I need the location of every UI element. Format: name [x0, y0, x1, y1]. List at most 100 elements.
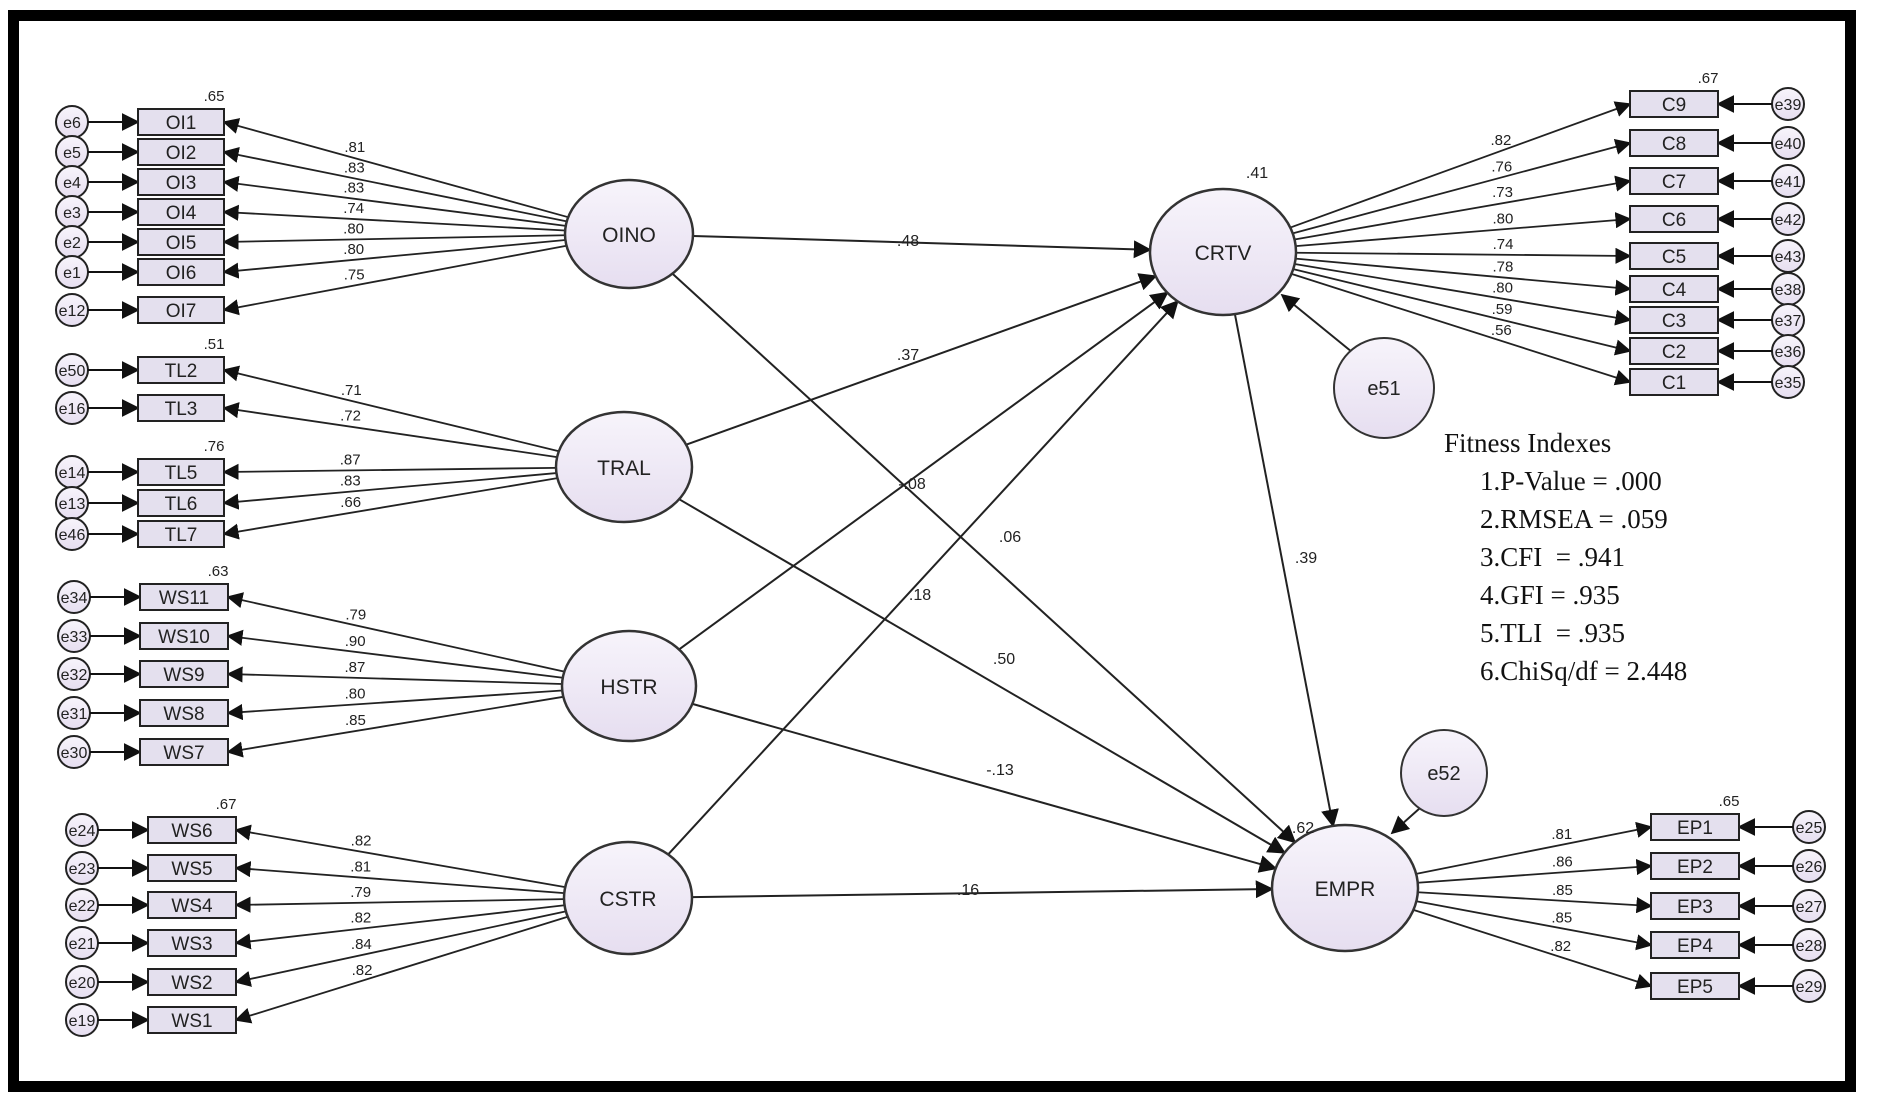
- loading-value: .87: [345, 659, 366, 676]
- indicator-box: [1650, 813, 1740, 841]
- indicator-box: [147, 854, 237, 882]
- error-term-label: e42: [1775, 212, 1802, 229]
- indicator-label: OI7: [166, 301, 197, 322]
- indicator-label: EP5: [1677, 977, 1713, 998]
- indicator-box: [1629, 368, 1719, 396]
- loading-arrow: [234, 861, 565, 895]
- loading-value: .82: [1490, 132, 1511, 149]
- error-term-label: e4: [63, 175, 81, 192]
- indicator-label: TL2: [165, 361, 198, 382]
- error-term-label: e30: [61, 745, 88, 762]
- error-term-label: e2: [63, 235, 81, 252]
- indicator-box: [1650, 931, 1740, 959]
- path-arrow-oino-crtv: [692, 234, 1152, 259]
- latent-label: TRAL: [597, 457, 651, 480]
- indicator-box: [1650, 972, 1740, 1000]
- indicator-box: [137, 520, 225, 548]
- error-term-label: e50: [59, 363, 86, 380]
- indicator-box: [137, 228, 225, 256]
- indicator-box: [147, 929, 237, 957]
- loading-arrow: [1295, 257, 1632, 296]
- error-term-label: e19: [69, 1013, 96, 1030]
- indicator-label: EP2: [1677, 857, 1713, 878]
- indicator-label: OI3: [166, 173, 197, 194]
- indicator-box: [147, 1006, 237, 1034]
- error-term-label: e6: [63, 115, 81, 132]
- loading-value: .74: [1493, 236, 1514, 253]
- error-term-label: e38: [1775, 282, 1802, 299]
- loading-value: .81: [344, 139, 365, 156]
- loading-arrow: [1295, 212, 1632, 248]
- disturbance-label: e51: [1367, 378, 1400, 400]
- indicator-label: WS6: [171, 821, 212, 842]
- loading-value: .85: [345, 712, 366, 729]
- error-term-label: e29: [1796, 979, 1823, 996]
- loading-arrow: [1294, 175, 1632, 241]
- indicator-box: [137, 168, 225, 196]
- fitness-item: 2.RMSEA = .059: [1480, 504, 1668, 534]
- latent-node-tral: [554, 410, 694, 524]
- indicator-label: WS1: [171, 1011, 212, 1032]
- loading-value: .83: [344, 159, 365, 176]
- diagram-frame: [8, 10, 1856, 1092]
- loading-value: .83: [340, 473, 361, 490]
- path-coefficient: .39: [1295, 550, 1317, 567]
- indicator-label: C4: [1662, 280, 1687, 301]
- indicator-box: [137, 138, 225, 166]
- indicator-box: [1629, 167, 1719, 195]
- indicator-label: WS11: [159, 588, 209, 609]
- latent-label: CSTR: [599, 888, 656, 911]
- loading-arrow: [222, 463, 557, 480]
- fitness-item: 4.GFI = .935: [1480, 580, 1620, 610]
- indicator-label: C5: [1662, 247, 1686, 268]
- error-term-label: e32: [61, 667, 88, 684]
- loading-value: .82: [1550, 938, 1571, 955]
- indicator-r-squared: .63: [208, 563, 229, 580]
- error-term-label: e40: [1775, 136, 1802, 153]
- loading-value: .90: [345, 633, 366, 650]
- loading-value: .74: [343, 200, 364, 217]
- error-term-label: e34: [61, 590, 88, 607]
- disturbance-arrow: [1280, 293, 1353, 353]
- latent-node-cstr: [562, 840, 694, 956]
- path-coefficient: -.13: [986, 762, 1014, 779]
- indicator-label: C6: [1662, 210, 1686, 231]
- indicator-label: C2: [1662, 342, 1686, 363]
- indicator-label: C8: [1662, 134, 1686, 155]
- loading-arrow: [222, 365, 560, 453]
- latent-label: EMPR: [1315, 878, 1376, 901]
- loading-arrow: [1415, 821, 1653, 875]
- loading-arrow: [234, 915, 568, 1024]
- indicator-label: OI5: [166, 233, 197, 254]
- loading-arrow: [1295, 247, 1632, 264]
- loading-arrow: [1289, 101, 1632, 229]
- loading-arrow: [234, 910, 567, 987]
- loading-arrow: [222, 244, 567, 316]
- indicator-box: [137, 394, 225, 422]
- error-term-label: e39: [1775, 97, 1802, 114]
- path-arrow-oino-empr: [671, 272, 1297, 844]
- latent-r-squared: .41: [1246, 165, 1268, 182]
- indicator-label: WS10: [158, 627, 210, 648]
- indicator-box: [137, 198, 225, 226]
- error-term-label: e21: [69, 936, 96, 953]
- loading-value: .83: [343, 180, 364, 197]
- path-coefficient: .37: [897, 347, 919, 364]
- path-arrow-hstr-crtv: [678, 291, 1169, 651]
- loading-value: .72: [340, 408, 361, 425]
- loading-arrow: [222, 402, 558, 459]
- loading-arrow: [226, 592, 565, 673]
- error-term-label: e25: [1796, 820, 1823, 837]
- error-term-label: e36: [1775, 344, 1802, 361]
- indicator-box: [147, 816, 237, 844]
- loading-arrow: [234, 824, 566, 888]
- indicator-box: [147, 891, 237, 919]
- indicator-box: [139, 583, 229, 611]
- disturbance-circle: [1333, 337, 1435, 439]
- disturbance-label: e52: [1427, 763, 1460, 785]
- indicator-box: [1629, 90, 1719, 118]
- indicator-label: WS9: [163, 665, 204, 686]
- error-term-label: e12: [59, 303, 86, 320]
- fitness-item: 1.P-Value = .000: [1480, 466, 1662, 496]
- indicator-box: [137, 108, 225, 136]
